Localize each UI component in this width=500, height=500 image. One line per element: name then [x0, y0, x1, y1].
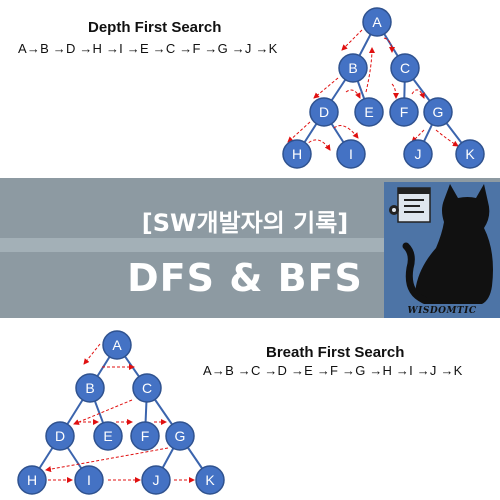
bfs-node-label: A [112, 337, 122, 353]
dfs-traversal-arrow [333, 125, 359, 139]
bfs-node-label: B [85, 380, 94, 396]
dfs-node-f: F [389, 97, 419, 127]
bfs-node-h: H [17, 465, 47, 495]
dfs-node-i: I [336, 139, 366, 169]
dfs-traversal-arrow [365, 47, 375, 93]
bfs-node-label: D [55, 428, 65, 444]
dfs-node-k: K [455, 139, 485, 169]
dfs-node-label: I [349, 146, 353, 162]
dfs-node-label: B [348, 60, 357, 76]
dfs-node-label: J [415, 146, 422, 162]
dfs-node-label: C [400, 60, 410, 76]
dfs-node-label: H [292, 146, 302, 162]
dfs-traversal-arrow [435, 129, 459, 147]
bfs-node-a: A [102, 330, 132, 360]
dfs-traversal-arrow [345, 89, 361, 99]
bfs-node-label: C [142, 380, 152, 396]
bfs-node-k: K [195, 465, 225, 495]
dfs-node-d: D [309, 97, 339, 127]
dfs-node-h: H [282, 139, 312, 169]
bfs-node-f: F [130, 421, 160, 451]
bfs-traversal-arrow [83, 343, 101, 365]
dfs-node-label: K [465, 146, 475, 162]
dfs-traversal-arrow [313, 77, 339, 99]
dfs-traversal-arrow [383, 37, 395, 53]
bfs-node-d: D [45, 421, 75, 451]
bfs-node-b: B [75, 373, 105, 403]
banner-subtitle: [SW개발자의 기록] [141, 209, 349, 237]
dfs-tree-diagram: A B C D E F G H I J K [282, 7, 485, 169]
dfs-node-a: A [362, 7, 392, 37]
bfs-traversal-arrow [73, 399, 133, 425]
dfs-node-label: D [319, 104, 329, 120]
banner-strip [0, 238, 500, 252]
logo [384, 182, 500, 318]
bfs-node-label: F [141, 428, 150, 444]
dfs-node-label: G [433, 104, 444, 120]
dfs-node-b: B [338, 53, 368, 83]
bfs-node-e: E [93, 421, 123, 451]
bfs-node-c: C [132, 373, 162, 403]
cat-silhouette-icon [389, 184, 493, 304]
dfs-traversal-arrow [411, 89, 425, 99]
dfs-node-label: F [400, 104, 409, 120]
bfs-traversal-arrow [45, 447, 169, 473]
dfs-sequence: A→B →D →H →I →E →C →F →G →J →K [18, 41, 278, 56]
dfs-node-label: E [364, 104, 373, 120]
dfs-node-e: E [354, 97, 384, 127]
dfs-traversal-arrow [411, 129, 425, 143]
bfs-node-j: J [141, 465, 171, 495]
bfs-node-label: K [205, 472, 215, 488]
dfs-traversal-arrow [341, 29, 363, 51]
dfs-node-c: C [390, 53, 420, 83]
code-window-icon [389, 187, 431, 223]
bfs-node-label: H [27, 472, 37, 488]
dfs-node-g: G [423, 97, 453, 127]
bfs-sequence: A→B →C →D →E →F →G →H →I →J →K [203, 363, 463, 378]
dfs-node-j: J [403, 139, 433, 169]
dfs-traversal-arrow [391, 83, 399, 99]
bfs-node-label: I [87, 472, 91, 488]
dfs-title: Depth First Search [88, 19, 222, 36]
bfs-node-g: G [165, 421, 195, 451]
bfs-tree-diagram: A B C D E F G H I J K [17, 330, 225, 495]
logo-text: WISDOMTIC [407, 306, 477, 316]
bfs-node-label: E [103, 428, 112, 444]
banner-title: DFS & BFS [127, 256, 363, 300]
bfs-node-label: J [153, 472, 160, 488]
bfs-node-label: G [175, 428, 186, 444]
bfs-node-i: I [74, 465, 104, 495]
dfs-node-label: A [372, 14, 382, 30]
bfs-title: Breath First Search [266, 344, 405, 361]
